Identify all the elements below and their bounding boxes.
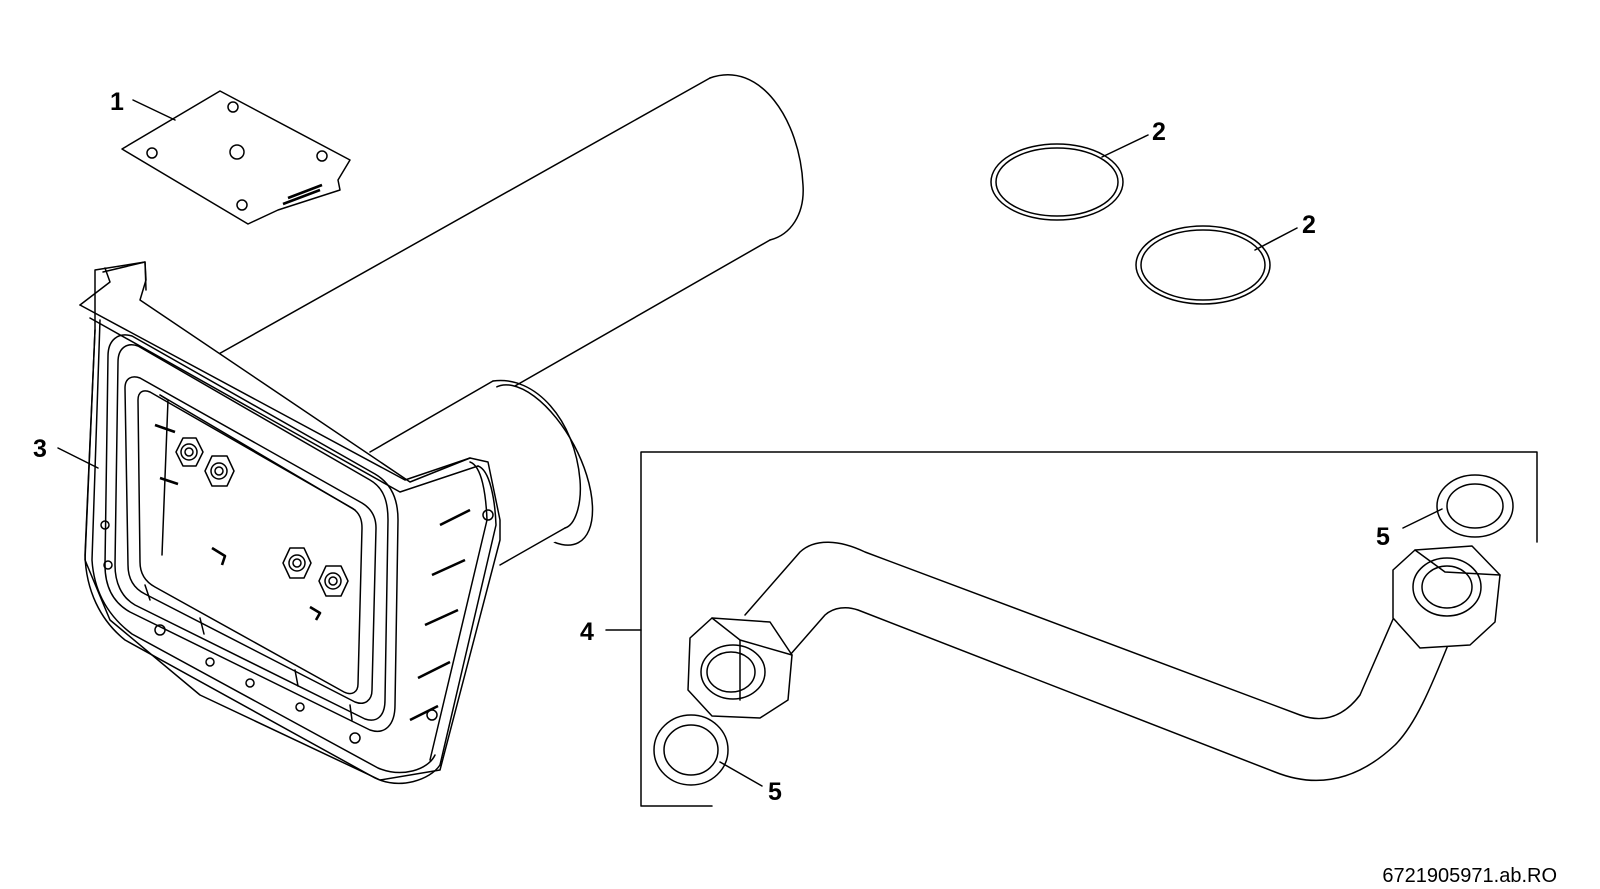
drawing-code: 6721905971.ab.RO [1382, 865, 1557, 887]
wall-flange [79, 261, 501, 785]
leader-3 [57, 447, 99, 469]
washer-right [1436, 474, 1514, 538]
washer-left [653, 714, 729, 786]
leader-5-left [719, 761, 763, 787]
callout-5-left: 5 [768, 778, 782, 806]
callout-4: 4 [580, 618, 594, 646]
leader-2b [1254, 227, 1298, 251]
hex-nut-2 [204, 455, 235, 487]
leader-2a [1101, 134, 1149, 158]
connection-pipe [744, 541, 1451, 782]
o-ring-upper [990, 143, 1124, 221]
callout-2b: 2 [1302, 211, 1316, 239]
leader-5-right [1402, 508, 1443, 529]
leader-1 [132, 99, 176, 121]
callout-3: 3 [33, 435, 47, 463]
callout-5-right: 5 [1376, 523, 1390, 551]
flue-pipe-outer [207, 74, 804, 391]
set-bracket [640, 451, 1538, 807]
hex-nut-right [1392, 545, 1501, 649]
hex-nut-1 [175, 437, 204, 467]
hex-nut-left [687, 617, 793, 719]
o-ring-lower [1135, 225, 1271, 305]
hex-nut-4 [318, 565, 349, 597]
callout-2a: 2 [1152, 118, 1166, 146]
mounting-plate [121, 90, 351, 225]
callout-1: 1 [110, 88, 124, 116]
hex-nut-3 [282, 547, 312, 579]
